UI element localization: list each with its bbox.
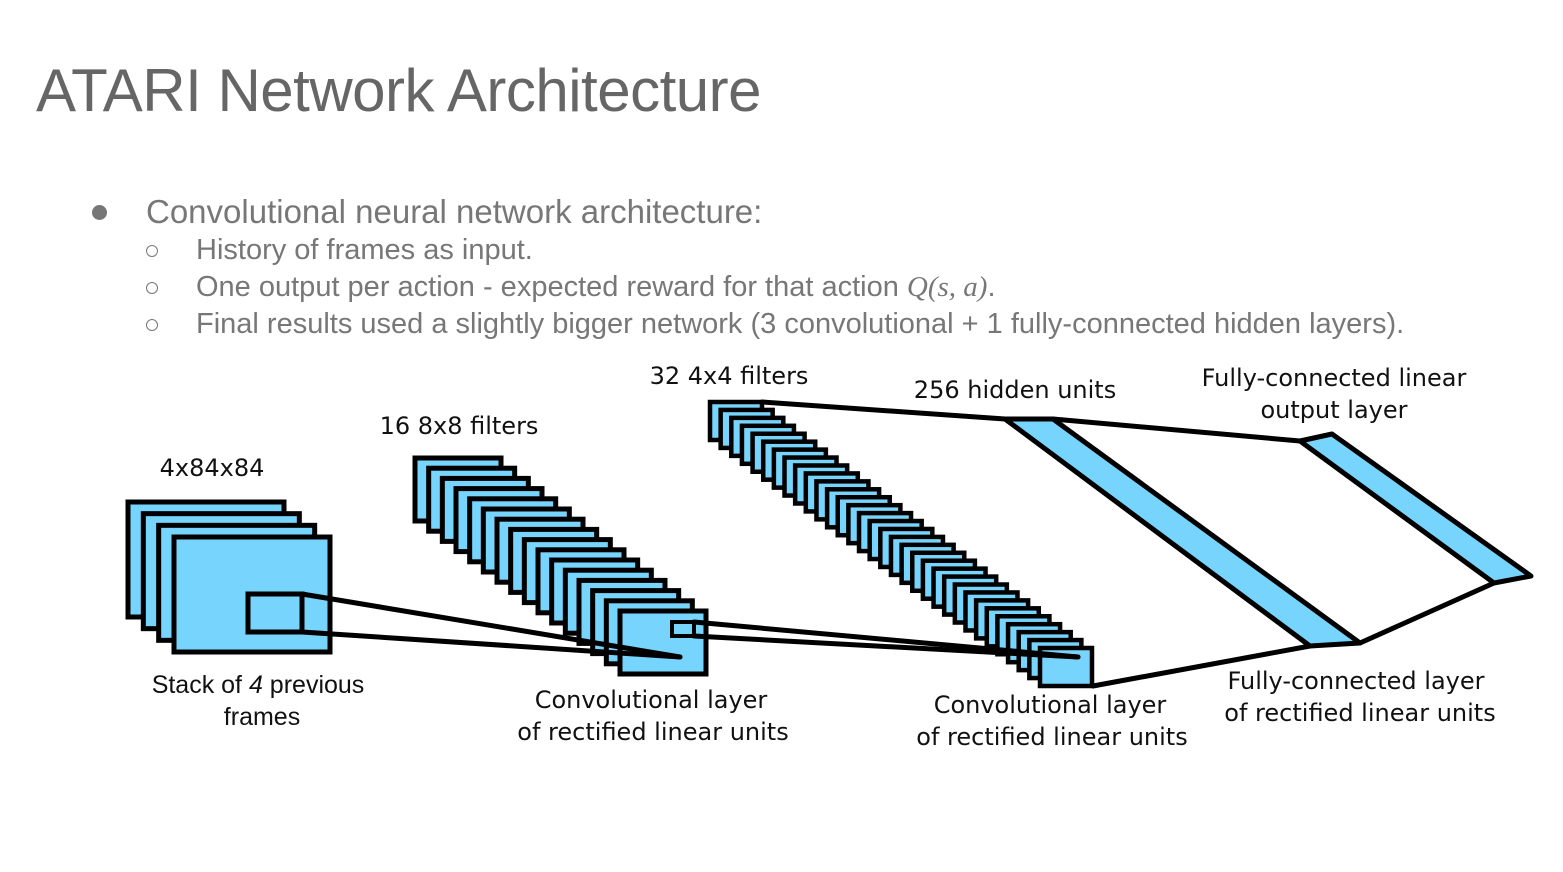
bullet-item: Convolutional neural network architectur… [90,192,1404,232]
conv2-caption-line2: of rectified linear units [916,723,1187,751]
hidden-units-label: 256 hidden units [914,376,1116,404]
output-layer-label-line2: output layer [1261,396,1408,424]
q-function-math: Q(s, a) [906,271,988,303]
input-caption-line1: Stack of 4 previous [152,671,365,699]
conv2-filter-stack [707,399,1095,689]
sub-bullet-item: Final results used a slightly bigger net… [90,306,1404,343]
hidden-layer-band [1002,416,1363,649]
conv2-caption-line1: Convolutional layer [934,691,1167,719]
hidden-caption-line2: of rectified linear units [1224,699,1495,727]
input-caption-part: previous [263,671,364,699]
slide-title: ATARI Network Architecture [36,57,762,124]
sub-bullet-text: History of frames as input. [196,234,533,266]
conv1-to-conv2-line [691,633,1081,660]
output-layer-band [1297,431,1534,586]
input-caption-line2: frames [224,703,300,731]
input-to-conv1-line [299,591,683,660]
hidden-caption-line1: Fully-connected layer [1228,667,1485,695]
sub-bullet-text: One output per action - expected reward … [196,271,907,303]
connection-lines [299,399,1497,689]
input-size-label: 4x84x84 [160,454,265,482]
conv1-filter-stack [412,455,709,677]
conv2-to-hidden-line [1090,643,1313,689]
sub-bullet-item: History of frames as input. [90,232,1404,269]
bullet-ring-icon [146,245,158,257]
bullet-dot-icon [92,205,107,220]
sub-bullet-text: Final results used a slightly bigger net… [196,308,1405,340]
hidden-to-output-line [1357,580,1497,646]
fully-connected-layers [1002,416,1534,649]
sub-bullet-suffix: . [987,271,996,303]
conv2-to-hidden-line [759,399,1008,422]
input-caption-count: 4 [249,671,263,699]
input-frame-stack [125,499,333,655]
bullet-ring-icon [146,319,158,331]
bullet-ring-icon [146,282,158,294]
output-layer-label-line1: Fully-connected linear [1202,364,1467,392]
input-caption-part: Stack of [152,671,249,699]
conv1-filters-label: 16 8x8 filters [380,412,539,440]
hidden-to-output-line [1050,416,1303,444]
sub-bullet-item: One output per action - expected reward … [90,269,1404,306]
conv2-filters-label: 32 4x4 filters [650,362,809,390]
conv1-caption-line1: Convolutional layer [535,686,768,714]
conv1-caption-line2: of rectified linear units [517,718,788,746]
input-to-conv1-line [299,629,683,660]
receptive-field-box [245,591,305,635]
conv1-receptive-field-box [670,620,696,638]
bullet-text: Convolutional neural network architectur… [146,193,763,230]
bullet-list: Convolutional neural network architectur… [90,192,1404,343]
